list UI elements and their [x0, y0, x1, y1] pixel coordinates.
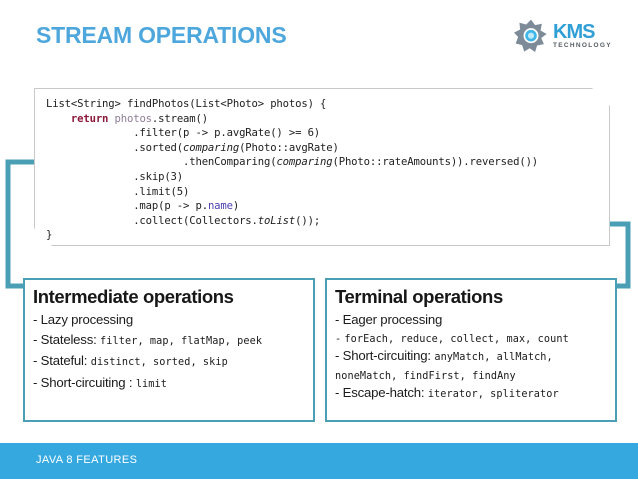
code-snippet-text: List<String> findPhotos(List<Photo> phot…	[46, 98, 539, 242]
code-italic-tolist: toList	[257, 214, 296, 227]
terminal-line-shortcircuit: - Short-circuiting: anyMatch, allMatch,	[335, 348, 553, 363]
code-var-photos: photos	[114, 112, 152, 125]
intermediate-line-lazy: - Lazy processing	[33, 312, 133, 327]
page-title: STREAM OPERATIONS	[36, 22, 287, 48]
code-keyword-return: return	[70, 112, 109, 125]
terminal-line-escapehatch: - Escape-hatch: iterator, spliterator	[335, 385, 559, 400]
footer-label: JAVA 8 FEATURES	[36, 454, 138, 466]
terminal-operations-box: Terminal operations - Eager processing -…	[325, 278, 617, 422]
intermediate-line-stateful: - Stateful: distinct, sorted, skip	[33, 353, 228, 368]
intermediate-line-stateless: - Stateless: filter, map, flatMap, peek	[33, 331, 263, 347]
terminal-operations-title: Terminal operations	[335, 286, 503, 307]
kms-logo: KMS TECHNOLOGY	[514, 18, 626, 54]
logo-wordmark: KMS TECHNOLOGY	[553, 22, 612, 50]
code-prop-name: name	[207, 200, 233, 213]
intermediate-operations-box: Intermediate operations - Lazy processin…	[23, 278, 315, 422]
footer-bar: JAVA 8 FEATURES	[0, 443, 638, 479]
code-line: List<String> findPhotos(List<Photo> phot…	[46, 98, 327, 110]
terminal-line-shortcircuit-cont: noneMatch, findFirst, findAny	[335, 370, 516, 382]
code-italic-comparing: comparing	[183, 141, 240, 154]
code-snippet-card: List<String> findPhotos(List<Photo> phot…	[34, 88, 610, 246]
terminal-line-ops: - forEach, reduce, collect, max, count	[335, 333, 569, 345]
intermediate-line-shortcircuit: - Short-circuiting : limit	[33, 374, 167, 390]
kms-starburst-icon	[514, 19, 547, 52]
intermediate-operations-title: Intermediate operations	[33, 286, 234, 307]
logo-name: KMS	[553, 21, 595, 44]
terminal-line-eager: - Eager processing	[335, 312, 443, 327]
logo-tagline: TECHNOLOGY	[553, 42, 612, 50]
